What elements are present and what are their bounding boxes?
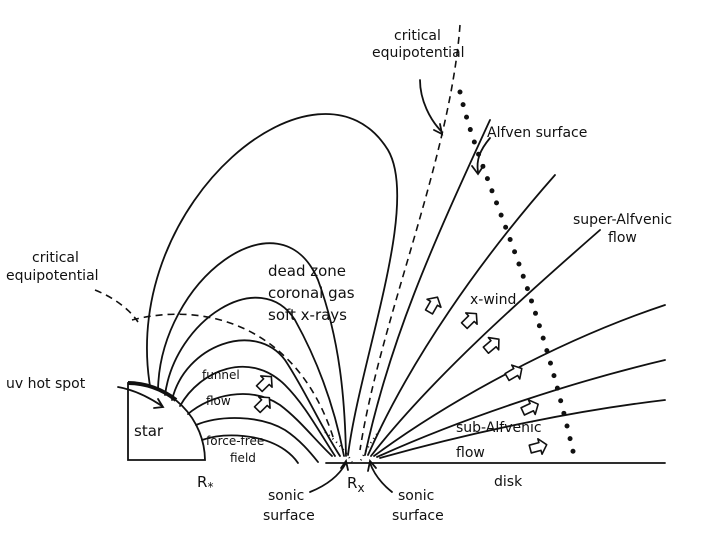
label-soft-xrays: soft x-rays (268, 306, 347, 324)
force-free-loop-2 (201, 434, 299, 464)
force-free-loop-1 (195, 417, 319, 463)
label-flow: flow (206, 394, 231, 408)
label-r-star: R* (197, 473, 213, 494)
label-critical-equipotential-top-1: critical (394, 28, 441, 44)
label-r-x: Rx (347, 474, 365, 495)
label-sonic-right-2: surface (392, 508, 444, 524)
flow-arrow-wind-6 (528, 437, 548, 456)
label-disk: disk (494, 474, 523, 490)
label-sonic-left-2: surface (263, 508, 315, 524)
wind-line-6 (379, 399, 666, 459)
pointer-sonic-left (309, 462, 347, 493)
label-x-wind: x-wind (470, 292, 516, 308)
label-super-alfvenic-1: super-Alfvenic (573, 212, 672, 228)
funnel-loop-1 (179, 365, 336, 457)
flow-arrow-wind-4 (504, 364, 523, 382)
label-funnel: funnel (202, 368, 240, 382)
critical-equipotential-top-line (359, 24, 461, 451)
alfven-surface-line (457, 89, 578, 463)
label-sonic-left-1: sonic (268, 488, 304, 504)
pointer-sonic-right (369, 462, 393, 493)
label-force-free-2: field (230, 451, 256, 465)
flow-arrow-funnel-2 (253, 396, 271, 414)
label-alfven-surface: Alfven surface (487, 125, 587, 141)
flow-arrow-wind-5 (520, 399, 539, 416)
flow-arrow-wind-3 (482, 336, 500, 355)
field-loop-2 (157, 242, 347, 457)
label-sub-alfvenic-1: sub-Alfvenic (456, 420, 542, 436)
pointer-uv-hot-spot-head (153, 398, 165, 409)
wind-line-1 (364, 119, 491, 456)
label-critical-equipotential-left-2: equipotential (6, 268, 99, 284)
critical-equipotential-left-pointer (94, 289, 139, 323)
funnel-loop-2 (187, 393, 333, 457)
label-critical-equipotential-top-2: equipotential (372, 45, 465, 61)
label-force-free-1: force-free (206, 434, 264, 448)
flow-arrow-wind-2 (460, 312, 478, 330)
label-critical-equipotential-left-1: critical (32, 250, 79, 266)
wind-line-2 (367, 174, 556, 456)
label-super-alfvenic-2: flow (608, 230, 637, 246)
field-loop-4 (171, 339, 341, 457)
label-star: star (134, 422, 164, 440)
pointer-uv-hot-spot (117, 386, 163, 407)
wind-line-5 (376, 359, 666, 458)
flow-arrow-wind-1 (424, 296, 442, 315)
pointer-critical-top (419, 79, 443, 133)
pointer-sonic-left-head (340, 458, 349, 471)
label-sub-alfvenic-2: flow (456, 445, 485, 461)
label-coronal-gas: coronal gas (268, 284, 355, 302)
critical-equipotential-left-line (131, 313, 335, 441)
flow-arrow-funnel-1 (255, 375, 273, 393)
label-sonic-right-1: sonic (398, 488, 434, 504)
pointer-critical-top-head (433, 123, 444, 136)
field-loop-large (146, 113, 399, 456)
pointer-alfven-head (471, 164, 485, 176)
wind-line-3 (370, 229, 601, 457)
field-loop-3 (164, 297, 345, 457)
pointer-alfven (476, 137, 491, 173)
label-uv-hot-spot: uv hot spot (6, 376, 86, 392)
label-dead-zone: dead zone (268, 262, 346, 280)
pointer-sonic-right-head (367, 459, 377, 472)
